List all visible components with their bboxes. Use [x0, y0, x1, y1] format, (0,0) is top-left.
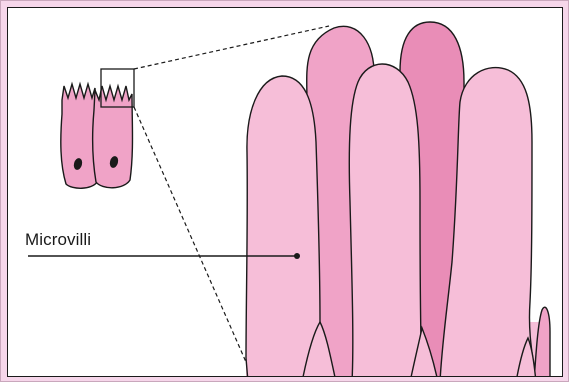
villus-front-1: [246, 76, 326, 377]
right-cell: [93, 86, 133, 188]
zoom-line-bottom: [134, 107, 246, 362]
label-leader-dot: [294, 253, 300, 259]
microvilli-label: Microvilli: [25, 230, 91, 250]
villus-front-2: [349, 64, 422, 377]
microvilli-diagram: [8, 8, 563, 377]
epithelial-cells-sketch: [61, 69, 134, 188]
zoom-line-top: [134, 26, 329, 69]
diagram-panel: [7, 7, 563, 377]
microvilli-enlarged: [246, 22, 550, 377]
